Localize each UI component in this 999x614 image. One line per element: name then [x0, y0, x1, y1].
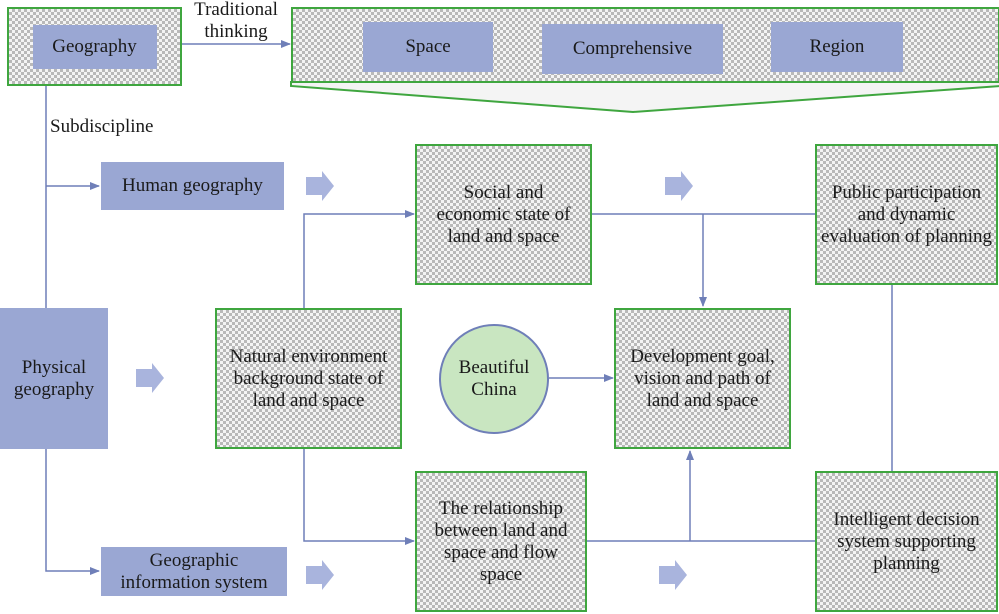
- human-geography-node: Human geography: [101, 162, 284, 210]
- traditional-thinking-label: Traditional thinking: [194, 0, 278, 42]
- beautiful-china-node: Beautiful China: [439, 324, 549, 434]
- chevron-arrow-icon: [306, 560, 334, 590]
- connector-natural-to-social: [303, 210, 415, 308]
- space-node: Space: [363, 22, 493, 72]
- subdiscipline-label: Subdiscipline: [50, 116, 154, 137]
- gis-node: Geographic information system: [101, 547, 287, 596]
- relationship-flow-node: The relationship between land and space …: [415, 471, 587, 612]
- region-node: Region: [771, 22, 903, 72]
- geography-frame: Geography: [7, 7, 182, 86]
- funnel-shape: [290, 81, 999, 114]
- social-economic-node: Social and economic state of land and sp…: [415, 144, 592, 285]
- connector-natural-to-relationship: [303, 449, 415, 545]
- physical-geography-node: Physical geography: [0, 308, 108, 449]
- chevron-arrow-icon: [136, 363, 164, 393]
- public-participation-node: Public participation and dynamic evaluat…: [815, 144, 998, 285]
- chevron-arrow-icon: [659, 560, 687, 590]
- geography-node: Geography: [32, 24, 157, 69]
- comprehensive-node: Comprehensive: [542, 24, 723, 74]
- connector-to-gis: [45, 449, 100, 575]
- chevron-arrow-icon: [306, 171, 334, 201]
- intelligent-decision-node: Intelligent decision system supporting p…: [815, 471, 998, 612]
- development-goal-node: Development goal, vision and path of lan…: [614, 308, 791, 449]
- natural-environment-node: Natural environment background state of …: [215, 308, 402, 449]
- chevron-arrow-icon: [665, 171, 693, 201]
